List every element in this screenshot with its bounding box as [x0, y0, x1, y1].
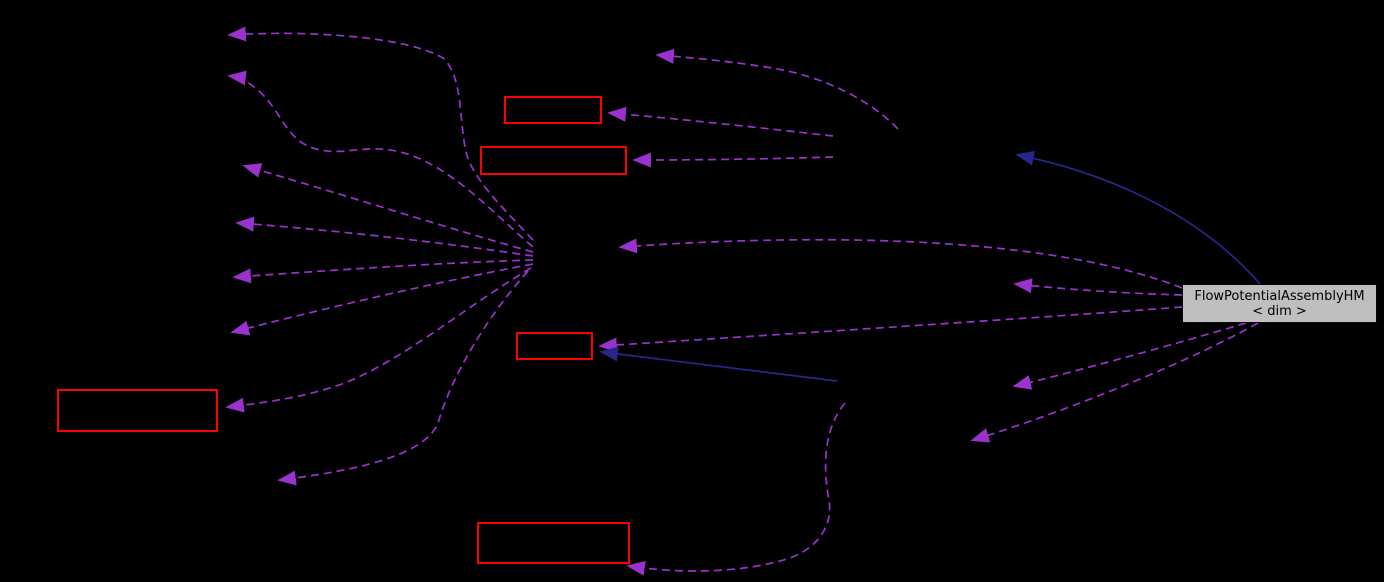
usage-edge-base-to-red-node-small	[607, 106, 834, 137]
red-nodes	[57, 96, 630, 564]
usage-edge-hub-to-left-6	[230, 263, 534, 336]
usage-edge-hub-to-topleft-1	[227, 26, 534, 241]
red-node-bottom	[477, 522, 630, 564]
usage-edge-lower-node-to-bottom-red-node	[626, 402, 846, 576]
usage-edges	[225, 26, 1259, 576]
usage-edge-hub-to-left-5	[232, 259, 534, 284]
usage-edge-hub-to-topleft-2	[227, 70, 534, 248]
usage-edge-main-to-lower-left-node	[970, 322, 1259, 443]
main-class-node: FlowPotentialAssemblyHM < dim >	[1182, 284, 1377, 323]
usage-edge-base-to-top	[655, 48, 899, 130]
usage-edge-main-to-red-node-center	[598, 306, 1183, 353]
red-node-top-wide	[480, 146, 627, 175]
inheritance-edge-main-to-base	[1015, 150, 1261, 285]
usage-edge-hub-to-left-4	[235, 216, 534, 257]
inheritance-edge-lower-node-to-red-node-center	[599, 346, 838, 382]
usage-edge-main-to-mid-right	[1013, 278, 1183, 296]
red-node-left	[57, 389, 218, 432]
usage-edge-hub-to-left-3	[242, 163, 534, 253]
usage-edge-hub-to-bottomleft	[277, 270, 529, 486]
inheritance-edges	[599, 150, 1261, 382]
main-class-name: FlowPotentialAssemblyHM	[1194, 288, 1365, 304]
red-node-top-small	[504, 96, 602, 124]
usage-edge-main-to-hub	[618, 238, 1183, 289]
usage-edge-hub-to-left-red-node	[225, 267, 532, 413]
main-class-template-param: < dim >	[1252, 303, 1307, 319]
usage-edge-main-to-lower-node	[1012, 322, 1247, 390]
red-node-center	[516, 332, 593, 360]
usage-edge-base-to-red-node-wide	[632, 152, 834, 168]
